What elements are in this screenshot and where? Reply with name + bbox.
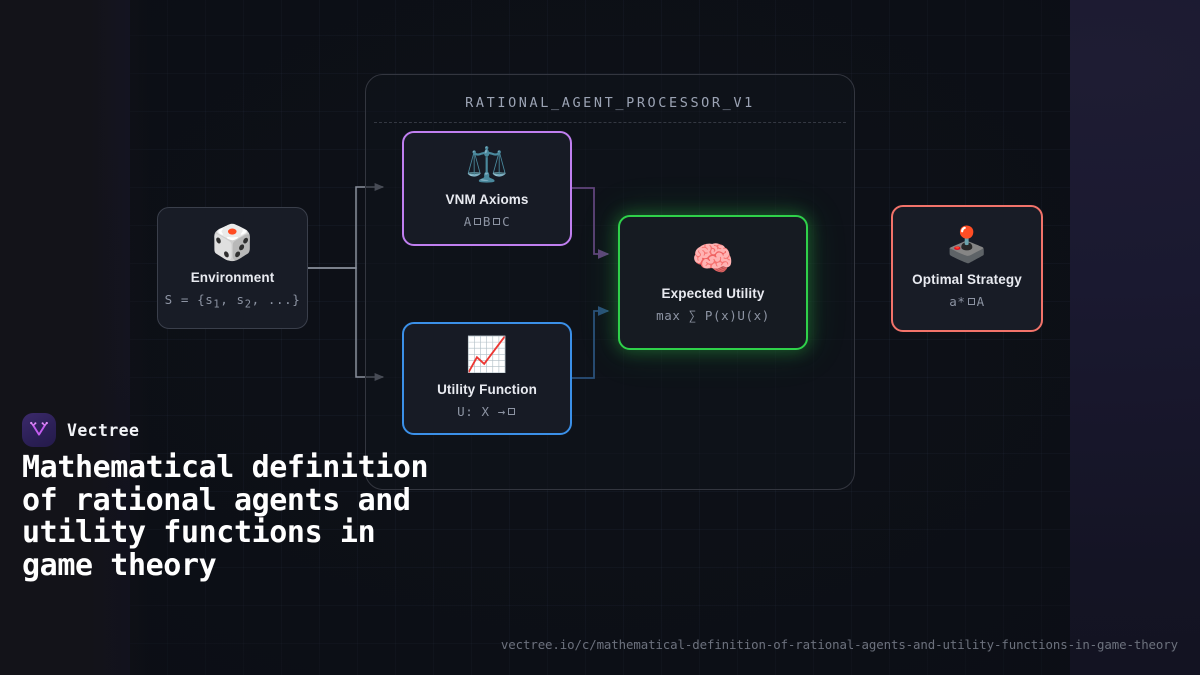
node-expected-utility-label: Expected Utility xyxy=(661,286,765,301)
processor-divider xyxy=(374,122,846,123)
chart-increasing-icon: 📈 xyxy=(465,336,509,374)
balance-scale-icon: ⚖️ xyxy=(465,146,509,184)
processor-title: RATIONAL_AGENT_PROCESSOR_V1 xyxy=(465,95,755,111)
node-environment[interactable]: 🎲 Environment S = {s1, s2, ...} xyxy=(157,207,308,329)
brand-name: Vectree xyxy=(67,420,140,440)
vectree-logo-icon xyxy=(22,413,56,447)
node-expected-utility-formula: max ∑ P(x)U(x) xyxy=(656,308,770,323)
node-expected-utility[interactable]: 🧠 Expected Utility max ∑ P(x)U(x) xyxy=(618,215,808,350)
node-utility-function-label: Utility Function xyxy=(437,382,537,397)
footer-url: vectree.io/c/mathematical-definition-of-… xyxy=(500,637,1178,652)
node-optimal-strategy-formula: a*A xyxy=(949,294,985,309)
node-environment-label: Environment xyxy=(190,269,275,285)
node-optimal-strategy-label: Optimal Strategy xyxy=(912,272,1022,287)
node-environment-formula: S = {s1, s2, ...} xyxy=(164,291,301,311)
left-edge-fade xyxy=(0,0,150,675)
dice-icon: 🎲 xyxy=(211,223,254,262)
node-utility-function-formula: U: X → xyxy=(457,404,517,419)
node-utility-function[interactable]: 📈 Utility Function U: X → xyxy=(402,322,572,435)
brand: Vectree xyxy=(22,413,139,447)
node-vnm-axioms-label: VNM Axioms xyxy=(445,192,529,207)
page-title: Mathematical definition of rational agen… xyxy=(22,450,429,584)
node-optimal-strategy[interactable]: 🕹️ Optimal Strategy a*A xyxy=(891,205,1043,332)
brain-icon: 🧠 xyxy=(691,240,735,278)
joystick-icon: 🕹️ xyxy=(945,226,989,264)
vectree-tree-v-glyph xyxy=(30,421,48,436)
